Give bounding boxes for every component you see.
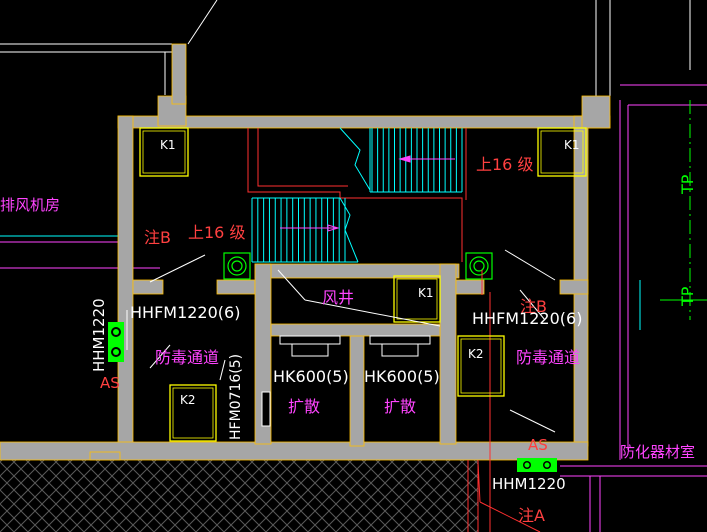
expansion-room-1-code: HK600(5) — [273, 367, 349, 386]
fan-room-label: 排风机房 — [0, 196, 60, 214]
tp-upper-label: TP — [678, 174, 697, 195]
note-leaders — [477, 270, 541, 532]
expansion-room-1-name: 扩散 — [288, 397, 320, 416]
magenta-lines — [0, 84, 707, 532]
k1-top-left: K1 — [160, 138, 176, 152]
passage-right-label: 防毒通道 — [516, 348, 580, 367]
as-left-label: AS — [100, 374, 120, 392]
expansion-fixtures — [261, 269, 441, 427]
stair-label-lower: 上16 级 — [188, 223, 245, 242]
k2-left: K2 — [180, 393, 196, 407]
chem-storage-label: 防化器材室 — [620, 443, 695, 461]
tp-lower-label: TP — [678, 286, 697, 307]
expansion-room-2-name: 扩散 — [384, 397, 416, 416]
door-left-symbol — [108, 322, 124, 362]
k1-shaft: K1 — [418, 286, 434, 300]
k1-top-right: K1 — [564, 138, 580, 152]
walls — [0, 43, 611, 461]
note-b-right-label: 注B — [520, 297, 547, 316]
door-right-label: HHFM1220(6) — [472, 309, 582, 328]
top-lines — [0, 0, 691, 96]
as-bottom-label: AS — [528, 436, 548, 454]
note-a-label: 注A — [518, 506, 545, 525]
axis-lines — [0, 100, 707, 330]
stair-label-upper: 上16 级 — [476, 155, 533, 174]
k-boxes — [139, 127, 587, 442]
air-shaft-label: 风井 — [322, 288, 354, 307]
passage-left-label: 防毒通道 — [155, 348, 219, 367]
door-vertical-left-label: HHM1220 — [90, 298, 108, 372]
k2-right: K2 — [468, 347, 484, 361]
fan-units — [223, 252, 493, 280]
door-vertical-center-label: HFM0716(5) — [228, 354, 244, 440]
stairs-upper-treads — [371, 128, 463, 192]
red-lines — [247, 128, 491, 532]
door-bottom-symbol — [517, 458, 557, 472]
leader-lines — [126, 249, 556, 433]
earth-hatch — [0, 458, 478, 532]
door-left-label: HHFM1220(6) — [130, 303, 240, 322]
door-bottom-label: HHM1220 — [492, 475, 566, 493]
stair-arrows — [280, 155, 455, 232]
expansion-room-2-code: HK600(5) — [364, 367, 440, 386]
note-b-label: 注B — [144, 228, 171, 247]
